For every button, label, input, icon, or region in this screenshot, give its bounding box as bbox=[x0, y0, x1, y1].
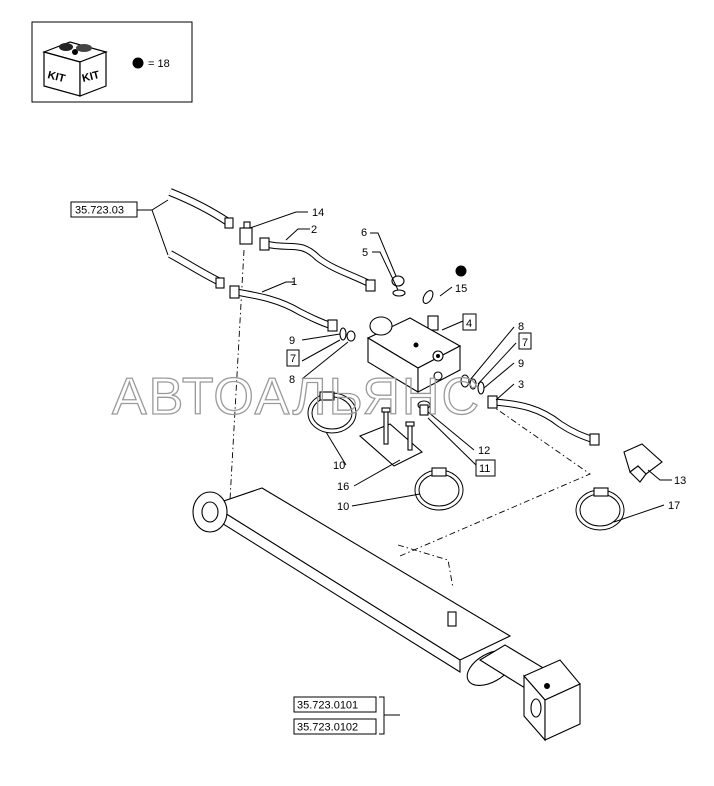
callout-17: 17 bbox=[668, 500, 680, 512]
clamp-10-lower bbox=[414, 467, 464, 511]
pipe-2 bbox=[259, 237, 376, 292]
callout-9-left: 9 bbox=[289, 335, 295, 347]
callout-7-right: 7 bbox=[522, 337, 528, 349]
callout-1: 1 bbox=[291, 276, 297, 288]
hydraulic-cylinder bbox=[192, 487, 581, 742]
callout-13: 13 bbox=[674, 475, 686, 487]
callout-3: 3 bbox=[518, 379, 524, 391]
clamp-17 bbox=[575, 487, 625, 531]
callout-10-upper: 10 bbox=[333, 460, 345, 472]
dot-marker-icon bbox=[132, 57, 144, 69]
callout-4: 4 bbox=[466, 318, 472, 330]
callout-2: 2 bbox=[311, 224, 317, 236]
callout-16: 16 bbox=[337, 481, 349, 493]
ref-bottom-1-text: 35.723.0101 bbox=[297, 700, 358, 712]
kit-quantity: = 18 bbox=[148, 58, 170, 70]
boxed-callouts bbox=[286, 313, 532, 477]
ref-bottom-2-text: 35.723.0102 bbox=[297, 722, 358, 734]
bracket-16 bbox=[358, 407, 423, 467]
fittings-and-seals bbox=[339, 265, 485, 416]
valve-block-4 bbox=[366, 316, 462, 393]
kit-label-left: KIT bbox=[46, 69, 66, 85]
ref-box-bottom: 35.723.0101 35.723.0102 bbox=[293, 696, 400, 735]
clamp-10-upper bbox=[307, 391, 357, 434]
callout-8-left: 8 bbox=[289, 374, 295, 386]
kit-label-right: KIT bbox=[81, 69, 101, 85]
callout-numbers: 14 2 6 5 15 1 9 7 8 4 8 7 9 3 12 11 10 1… bbox=[289, 207, 686, 513]
watermark-text: АВТОАЛЬЯНС bbox=[112, 368, 481, 426]
ref-top-left-text: 35.723.03 bbox=[75, 205, 124, 217]
tee-fitting-14 bbox=[239, 221, 253, 245]
hoses bbox=[137, 188, 234, 289]
callout-11: 11 bbox=[479, 463, 490, 475]
callout-9-right: 9 bbox=[518, 358, 524, 370]
kit-box-icon: KIT KIT bbox=[42, 41, 108, 97]
callout-8-right: 8 bbox=[518, 321, 524, 333]
callout-5: 5 bbox=[362, 247, 368, 259]
callout-15: 15 bbox=[455, 283, 467, 295]
callout-10-lower: 10 bbox=[337, 501, 349, 513]
pipe-1 bbox=[229, 285, 338, 332]
callout-6: 6 bbox=[361, 227, 367, 239]
pipe-3 bbox=[487, 395, 600, 446]
callout-12: 12 bbox=[478, 445, 490, 457]
leader-lines bbox=[249, 211, 672, 523]
ref-box-top-left: 35.723.03 bbox=[70, 201, 138, 218]
callout-7-left: 7 bbox=[290, 353, 296, 365]
callout-14: 14 bbox=[312, 207, 324, 219]
kit-legend: KIT KIT = 18 bbox=[31, 21, 193, 103]
bracket-13 bbox=[623, 443, 663, 483]
